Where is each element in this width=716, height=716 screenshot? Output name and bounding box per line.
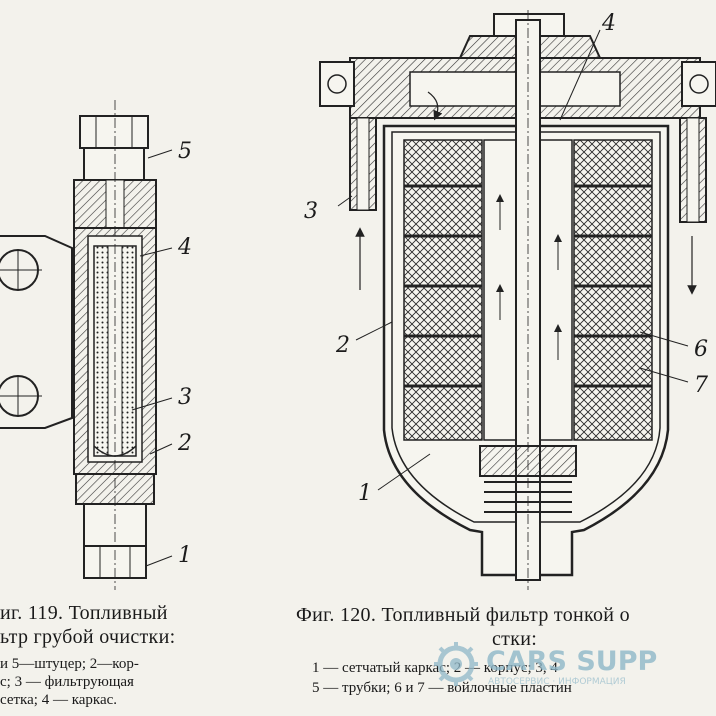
figure-120-legend-line-1: 1 — сетчатый каркас; 2 — корпус; 3, 4 xyxy=(312,660,558,676)
callout-2-left: 2 xyxy=(177,431,192,456)
callout-7-right: 7 xyxy=(694,373,708,398)
callout-6-right: 6 xyxy=(694,337,708,362)
coarse-filter-drawing: 5 4 3 2 1 xyxy=(0,100,192,590)
figure-120-title-line-2: стки: xyxy=(492,628,538,650)
figure-120-legend-line-2: 5 — трубки; 6 и 7 — войлочные пластин xyxy=(312,680,572,696)
callout-4-right: 4 xyxy=(601,11,616,36)
figure-119-legend-line-2: с; 3 — фильтрующая xyxy=(0,674,134,690)
watermark-subtext: АВТОСЕРВИС · ИНФОРМАЦИЯ xyxy=(488,677,626,687)
felt-plates-right xyxy=(573,139,653,441)
callout-4-left: 4 xyxy=(177,235,192,260)
callout-2-right: 2 xyxy=(335,333,350,358)
gear-icon xyxy=(434,642,478,686)
felt-plates-left xyxy=(403,139,483,441)
figure-119-title-line-2: ьтр грубой очистки: xyxy=(0,626,176,648)
watermark-text: CARS SUPP xyxy=(486,646,657,677)
callout-5-left: 5 xyxy=(178,139,192,164)
fine-filter-drawing: 4 3 2 6 7 1 xyxy=(304,10,716,590)
figure-119-title-line-1: иг. 119. Топливный xyxy=(0,602,168,624)
figure-119-legend-line-1: и 5—штуцер; 2—кор- xyxy=(0,656,139,672)
callout-1-left: 1 xyxy=(178,543,192,568)
figure-120-title-line-1: Фиг. 120. Топливный фильтр тонкой о xyxy=(296,604,630,626)
callout-1-right: 1 xyxy=(358,481,372,506)
figure-119-legend-line-3: сетка; 4 — каркас. xyxy=(0,692,118,708)
callout-3-right: 3 xyxy=(304,199,318,224)
watermark: CARS SUPP АВТОСЕРВИС · ИНФОРМАЦИЯ xyxy=(434,642,657,687)
callout-3-left: 3 xyxy=(178,385,192,410)
